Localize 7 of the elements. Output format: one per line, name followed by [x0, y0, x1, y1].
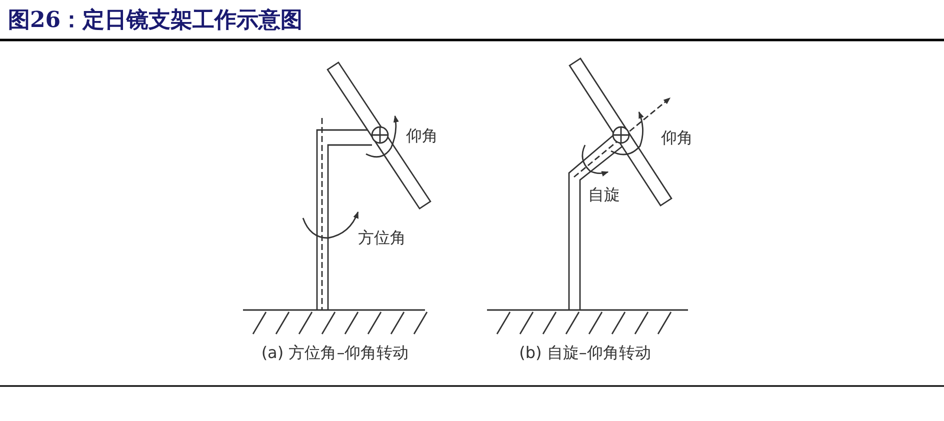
angle-label: 方位角: [358, 230, 406, 246]
angle-label: 自旋: [588, 187, 620, 203]
angle-label: 仰角: [406, 128, 438, 144]
angle-label: 仰角: [661, 130, 693, 146]
panel-caption: (a) 方位角–仰角转动: [261, 345, 409, 361]
panel-caption: (b) 自旋–仰角转动: [519, 345, 651, 361]
figure-title: 图26：定日镜支架工作示意图: [8, 8, 303, 32]
